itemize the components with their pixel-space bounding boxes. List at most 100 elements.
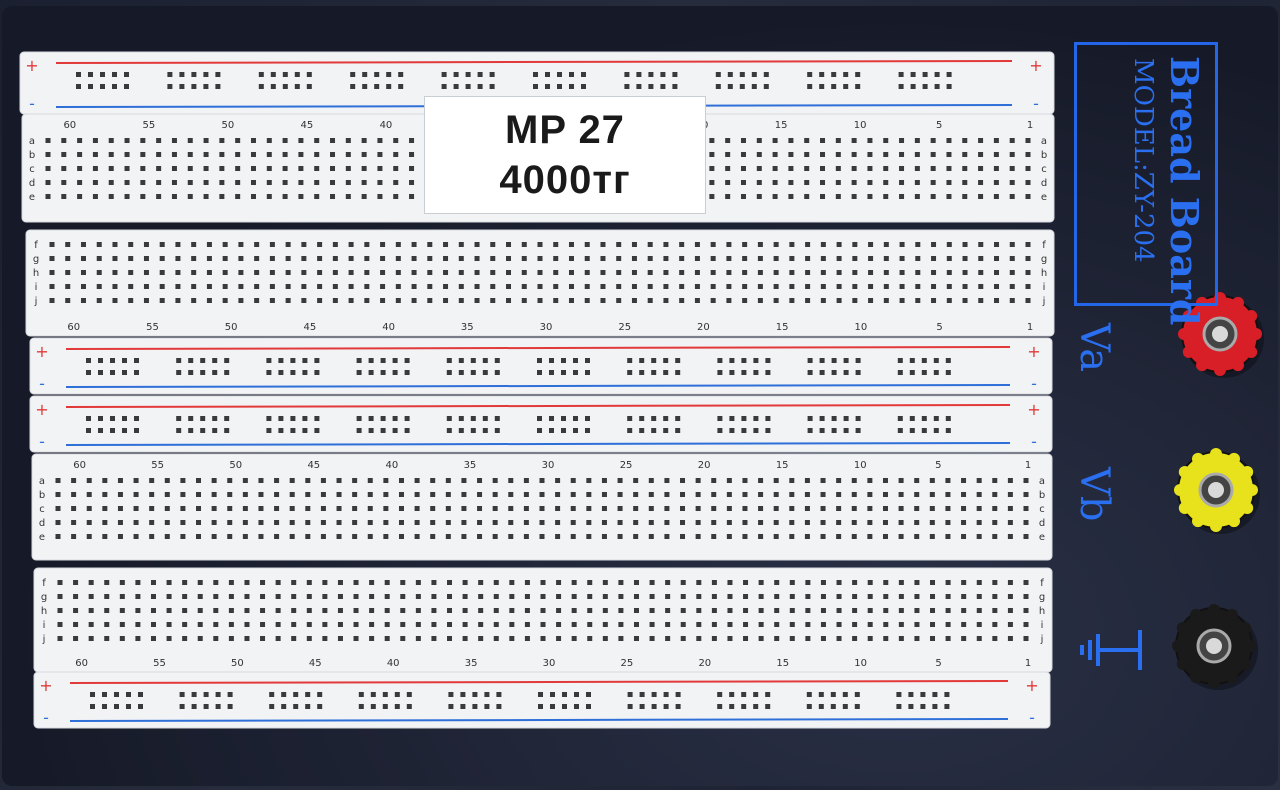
rail-hole: [258, 84, 264, 89]
strip-hole: [1009, 194, 1015, 199]
strip-hole: [317, 242, 323, 247]
rail-hole: [627, 428, 633, 433]
strip-hole: [1023, 478, 1029, 483]
strip-hole: [883, 180, 889, 185]
rail-hole: [392, 428, 398, 433]
strip-hole: [191, 242, 197, 247]
row-letter: h: [41, 606, 47, 617]
strip-hole: [124, 138, 130, 143]
rail-hole: [545, 84, 550, 89]
strip-hole: [915, 298, 921, 303]
rail-hole: [819, 358, 825, 363]
strip-hole: [914, 492, 920, 497]
strip-hole: [104, 580, 110, 585]
strip-hole: [462, 636, 468, 641]
row-letter: i: [1043, 282, 1046, 293]
strip-hole: [992, 636, 998, 641]
rail-hole: [98, 428, 103, 433]
strip-hole: [414, 492, 420, 497]
strip-hole: [330, 180, 336, 185]
rail-hole: [831, 84, 837, 89]
strip-hole: [298, 138, 304, 143]
rail-hole: [224, 370, 230, 375]
rail-hole: [392, 416, 398, 421]
strip-hole: [882, 534, 888, 539]
strip-hole: [883, 594, 889, 599]
rail-hole: [215, 72, 221, 77]
rail-hole: [167, 72, 173, 77]
strip-hole: [196, 492, 202, 497]
strip-hole: [227, 534, 233, 539]
strip-hole: [345, 180, 351, 185]
strip-hole: [409, 152, 415, 157]
rail-hole: [350, 72, 356, 77]
strip-hole: [508, 520, 514, 525]
strip-hole: [196, 534, 202, 539]
strip-hole: [86, 506, 92, 511]
row-letter: a: [39, 476, 45, 487]
rail-red-line: [65, 404, 1011, 408]
strip-hole: [361, 180, 367, 185]
strip-hole: [164, 520, 170, 525]
strip-hole: [1025, 166, 1031, 171]
black-terminal-post-ridge: [1190, 671, 1202, 684]
strip-hole: [946, 180, 952, 185]
strip-hole: [992, 608, 998, 613]
strip-hole: [258, 492, 264, 497]
strip-hole: [898, 534, 904, 539]
strip-hole: [1007, 608, 1013, 613]
rail-hole: [717, 370, 723, 375]
rail-hole: [549, 370, 554, 375]
row-letter: d: [1039, 518, 1045, 529]
rail-hole: [807, 428, 813, 433]
strip-hole: [679, 256, 685, 261]
strip-hole: [506, 270, 512, 275]
row-letter: f: [1042, 240, 1046, 251]
strip-hole: [65, 284, 71, 289]
rail-hole: [458, 358, 464, 363]
strip-hole: [695, 520, 701, 525]
strip-hole: [414, 506, 420, 511]
strip-hole: [135, 594, 141, 599]
row-letter: b: [39, 490, 45, 501]
black-terminal-post-ridge: [1226, 671, 1238, 684]
strip-hole: [156, 152, 162, 157]
strip-hole: [742, 534, 748, 539]
strip-hole: [336, 478, 342, 483]
strip-hole: [150, 636, 156, 641]
rail-hole: [663, 428, 669, 433]
strip-hole: [726, 256, 732, 261]
strip-hole: [804, 506, 810, 511]
strip-hole: [524, 594, 530, 599]
strip-hole: [976, 478, 982, 483]
strip-hole: [867, 194, 873, 199]
strip-hole: [992, 520, 998, 525]
strip-hole: [929, 506, 935, 511]
row-letter: j: [1042, 296, 1046, 307]
strip-hole: [756, 138, 762, 143]
strip-hole: [524, 580, 530, 585]
strip-hole: [289, 534, 295, 539]
rail-minus-symbol: -: [39, 432, 45, 451]
rail-hole: [807, 370, 813, 375]
strip-hole: [238, 284, 244, 289]
strip-hole: [242, 492, 248, 497]
strip-hole: [961, 506, 967, 511]
rail-hole: [448, 704, 454, 709]
rail-hole: [88, 72, 93, 77]
column-number: 60: [75, 658, 88, 669]
strip-hole: [128, 298, 134, 303]
strip-hole: [992, 580, 998, 585]
strip-hole: [789, 594, 795, 599]
column-number: 30: [540, 322, 553, 333]
rail-hole: [188, 370, 194, 375]
strip-hole: [164, 534, 170, 539]
strip-hole: [260, 622, 266, 627]
strip-hole: [322, 594, 328, 599]
strip-hole: [393, 194, 399, 199]
strip-hole: [159, 270, 165, 275]
rail-hole: [126, 692, 131, 697]
strip-hole: [773, 478, 779, 483]
strip-hole: [804, 180, 810, 185]
rail-hole: [386, 72, 392, 77]
